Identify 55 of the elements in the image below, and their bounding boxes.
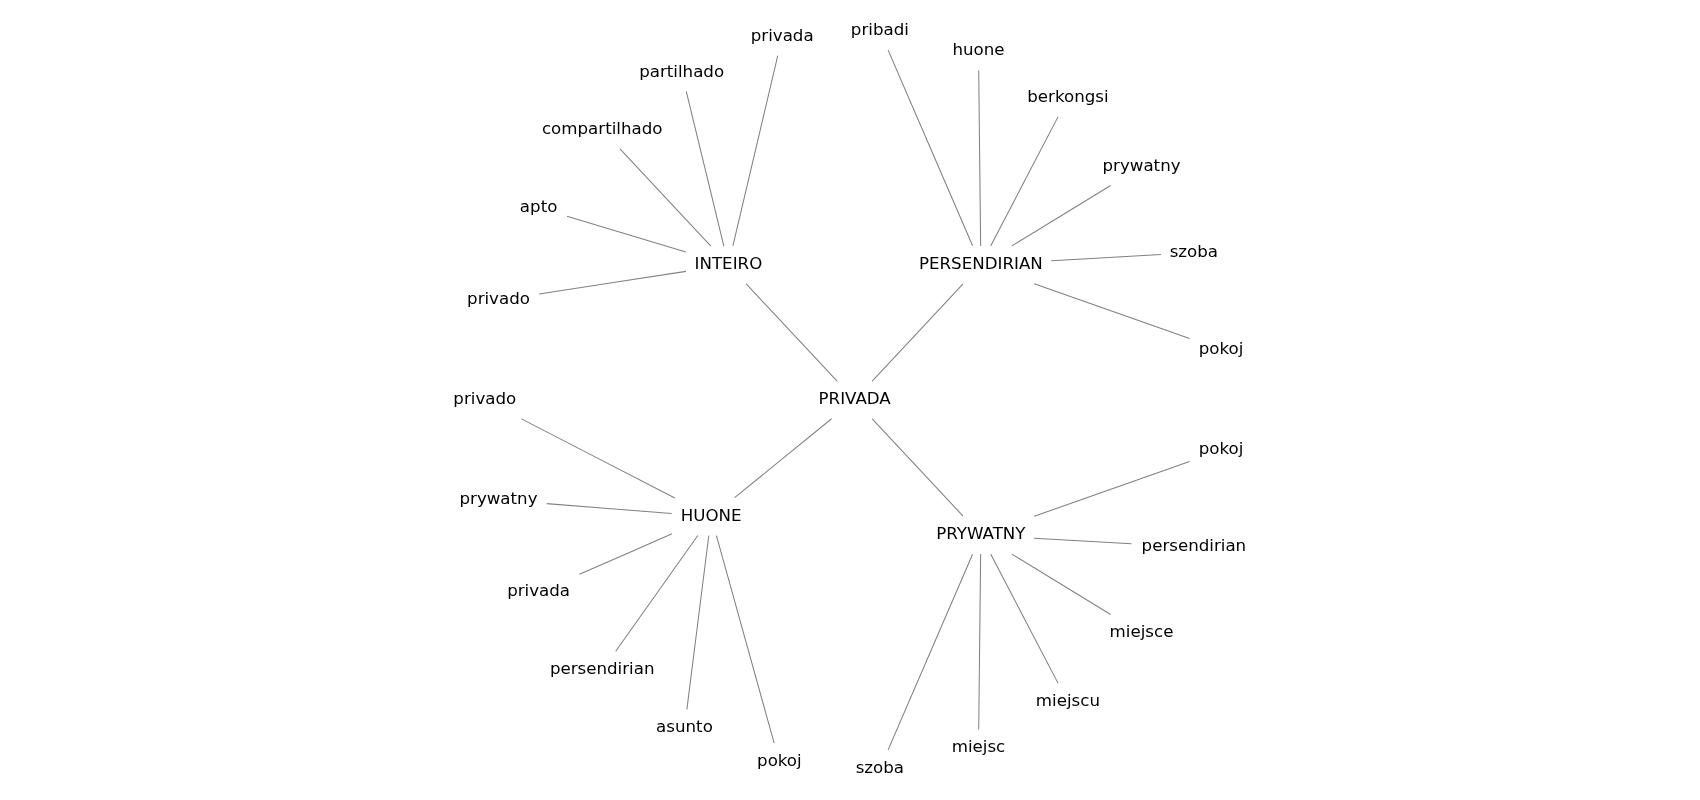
node-text: pokoj [1198,338,1244,358]
node-text: PRYWATNY [936,524,1026,544]
connector [887,49,974,247]
connector [1033,283,1191,340]
node-text: HUONE [680,505,742,525]
node-text: huone [952,40,1005,60]
connector [871,283,964,382]
node-text: INTEIRO [694,253,763,273]
node-text: compartilhado [541,118,663,138]
node-text: privada [750,25,814,45]
connector [1011,184,1112,247]
connector [990,116,1059,247]
connector [1033,537,1133,545]
connector [1011,553,1112,616]
node-text: apto [519,196,558,216]
connector [978,69,982,247]
node-text: pokoj [757,751,802,771]
connector [871,418,964,517]
connector [978,553,982,731]
connector [619,148,712,247]
connector [715,535,775,744]
connector [990,553,1059,684]
node-text: berkongsi [1027,86,1109,106]
node-text: PRIVADA [818,388,891,408]
connector [734,418,833,499]
node-text: szoba [1169,241,1219,261]
node-text: pokoj [1198,439,1244,459]
connector [887,553,974,751]
connector [538,270,687,295]
connector [615,535,699,652]
connector [520,418,676,499]
node-text: PERSENDIRIAN [918,253,1043,273]
node-text: persendirian [549,659,655,679]
connector [578,533,673,575]
connector [1050,254,1162,262]
node-text: privada [507,581,571,601]
node-text: miejscu [1035,691,1100,711]
node-text: partilhado [639,61,725,81]
node-text: privado [453,388,517,408]
node-text: pribadi [850,19,909,39]
node-text: prywatny [459,488,538,508]
node-text: privado [467,289,530,309]
connector [1033,460,1191,517]
node-text: miejsce [1109,622,1174,642]
connector [685,90,725,247]
connector [686,534,710,710]
connector [745,283,838,382]
node-text: szoba [855,757,905,777]
connector [732,55,779,247]
node-text: asunto [656,717,713,737]
connector [546,503,673,515]
connector [566,215,687,253]
node-text: persendirian [1141,536,1247,556]
node-text: prywatny [1102,155,1181,175]
node-text: miejsc [951,737,1006,757]
